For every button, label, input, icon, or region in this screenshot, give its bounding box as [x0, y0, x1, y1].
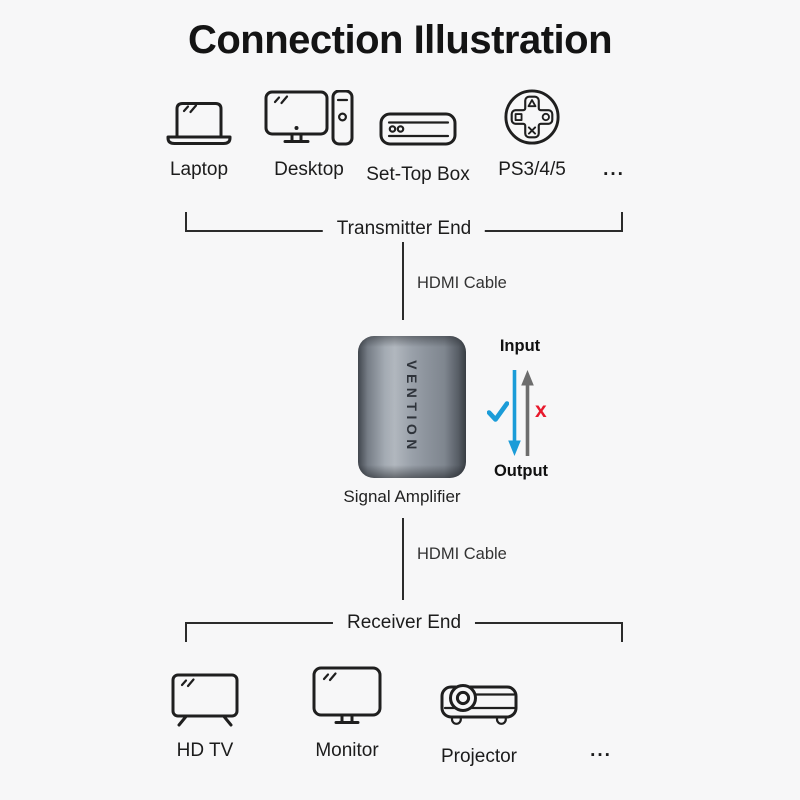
hdmi-cable-line-bottom: [402, 518, 404, 600]
device-label: ...: [603, 159, 625, 180]
device-playstation: PS3/4/5: [477, 88, 587, 181]
desktop-icon: [264, 88, 354, 146]
down-arrow-icon: [508, 370, 521, 456]
device-label: HD TV: [176, 740, 234, 761]
set-top-box-icon: [379, 88, 457, 146]
transmitter-bracket: Transmitter End: [185, 212, 623, 241]
device-hdtv: HD TV: [150, 665, 260, 762]
device-label: ...: [590, 740, 612, 761]
input-label: Input: [499, 337, 541, 355]
device-label: Projector: [440, 746, 518, 767]
transmitter-end-label: Transmitter End: [322, 218, 486, 241]
hdmi-cable-label-top: HDMI Cable: [417, 274, 507, 292]
device-set-top-box: Set-Top Box: [363, 88, 473, 186]
device-others-bottom: ...: [561, 665, 641, 762]
device-laptop: Laptop: [144, 88, 254, 181]
check-icon: [487, 401, 509, 422]
signal-amplifier-device: VENTION: [358, 336, 466, 478]
receiver-end-label: Receiver End: [332, 612, 476, 635]
device-label: Desktop: [274, 159, 344, 180]
device-monitor: Monitor: [292, 665, 402, 762]
device-projector: Projector: [424, 665, 534, 768]
signal-amplifier-label: Signal Amplifier: [343, 487, 461, 506]
device-label: Set-Top Box: [366, 164, 470, 185]
monitor-icon: [312, 665, 382, 727]
device-label: Monitor: [315, 740, 379, 761]
device-label: PS3/4/5: [498, 159, 566, 180]
page-title: Connection Illustration: [187, 18, 613, 62]
hdmi-cable-label-bottom: HDMI Cable: [417, 545, 507, 563]
projector-icon: [440, 665, 518, 727]
output-label: Output: [493, 462, 549, 480]
cross-mark: x: [535, 399, 547, 422]
receiver-bracket: Receiver End: [185, 612, 623, 642]
device-label: Laptop: [169, 159, 229, 180]
up-arrow-icon: [521, 370, 534, 456]
playstation-controller-icon: [503, 88, 561, 146]
device-others-top: ...: [574, 88, 654, 181]
laptop-icon: [165, 88, 233, 146]
hdtv-icon: [170, 665, 240, 727]
device-desktop: Desktop: [254, 88, 364, 181]
signal-direction-arrows: [508, 370, 534, 456]
vention-brand-label: VENTION: [404, 360, 420, 454]
hdmi-cable-line-top: [402, 242, 404, 320]
